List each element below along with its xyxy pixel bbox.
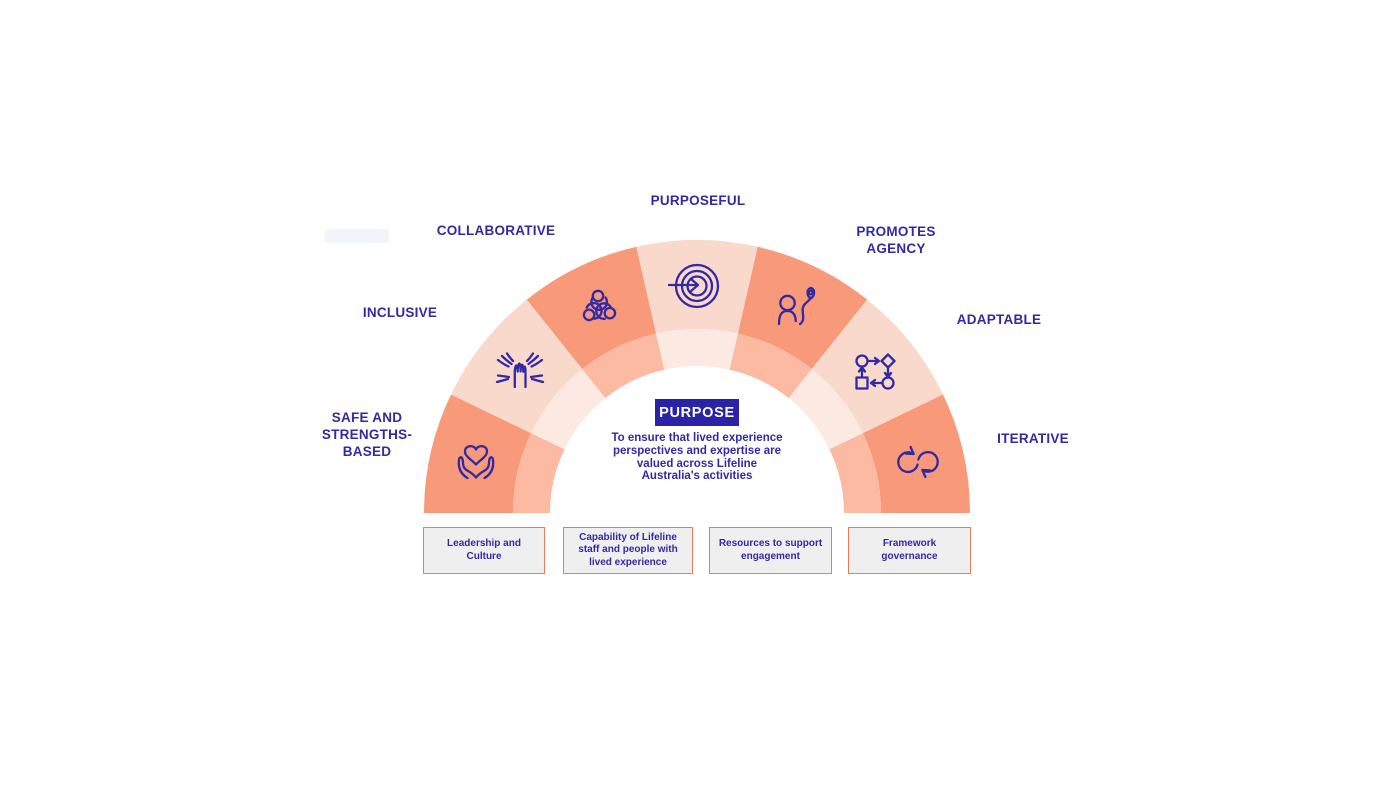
foundation-label: Resources to support engagement (718, 538, 823, 562)
foundation-box-leadership-and-culture: Leadership and Culture (423, 527, 545, 574)
purpose-heading-box: PURPOSE (655, 399, 739, 426)
flowchart-cycle-icon (855, 353, 896, 390)
foundation-box-capability: Capability of Lifeline staff and people … (563, 527, 693, 574)
segment-safe-and-strengths-based-outer (423, 394, 532, 513)
loop-arrows-icon (897, 445, 939, 479)
purpose-statement: To ensure that lived experience perspect… (611, 432, 783, 483)
principle-label-promotes-agency: PROMOTES AGENCY (856, 224, 936, 256)
target-arrow-icon (667, 263, 720, 309)
person-journey-pin-icon (777, 286, 816, 326)
foundation-label: Leadership and Culture (447, 538, 521, 562)
segment-iterative-inner (829, 433, 881, 513)
stacked-hands-icon (495, 352, 545, 389)
watermark-smudge (325, 229, 389, 243)
segment-adaptable-outer (811, 299, 943, 434)
segment-adaptable-inner (788, 369, 863, 450)
foundation-box-resources: Resources to support engagement (709, 527, 832, 574)
three-people-icon (582, 289, 617, 322)
principle-label-safe-and-strengths-based: SAFE AND STRENGTHS- BASED (321, 410, 413, 459)
foundation-box-framework-governance: Framework governance (848, 527, 971, 574)
segment-safe-and-strengths-based-inner (513, 433, 565, 513)
principle-label-purposeful: PURPOSEFUL (650, 193, 746, 208)
segment-inclusive-inner (531, 369, 606, 450)
segment-promotes-agency-inner (729, 333, 812, 399)
principle-label-adaptable: ADAPTABLE (956, 312, 1042, 327)
segment-collaborative-outer (526, 246, 657, 370)
purpose-heading: PURPOSE (659, 404, 735, 421)
principle-label-inclusive: INCLUSIVE (362, 305, 438, 320)
segment-purposeful-inner (656, 328, 738, 370)
principle-label-iterative: ITERATIVE (997, 431, 1069, 446)
principle-label-collaborative: COLLABORATIVE (436, 223, 556, 238)
segment-collaborative-inner (582, 333, 665, 399)
hands-holding-heart-icon (457, 445, 495, 480)
segment-iterative-outer (862, 394, 971, 513)
foundation-label: Capability of Lifeline staff and people … (578, 532, 678, 568)
foundation-label: Framework governance (881, 538, 938, 562)
